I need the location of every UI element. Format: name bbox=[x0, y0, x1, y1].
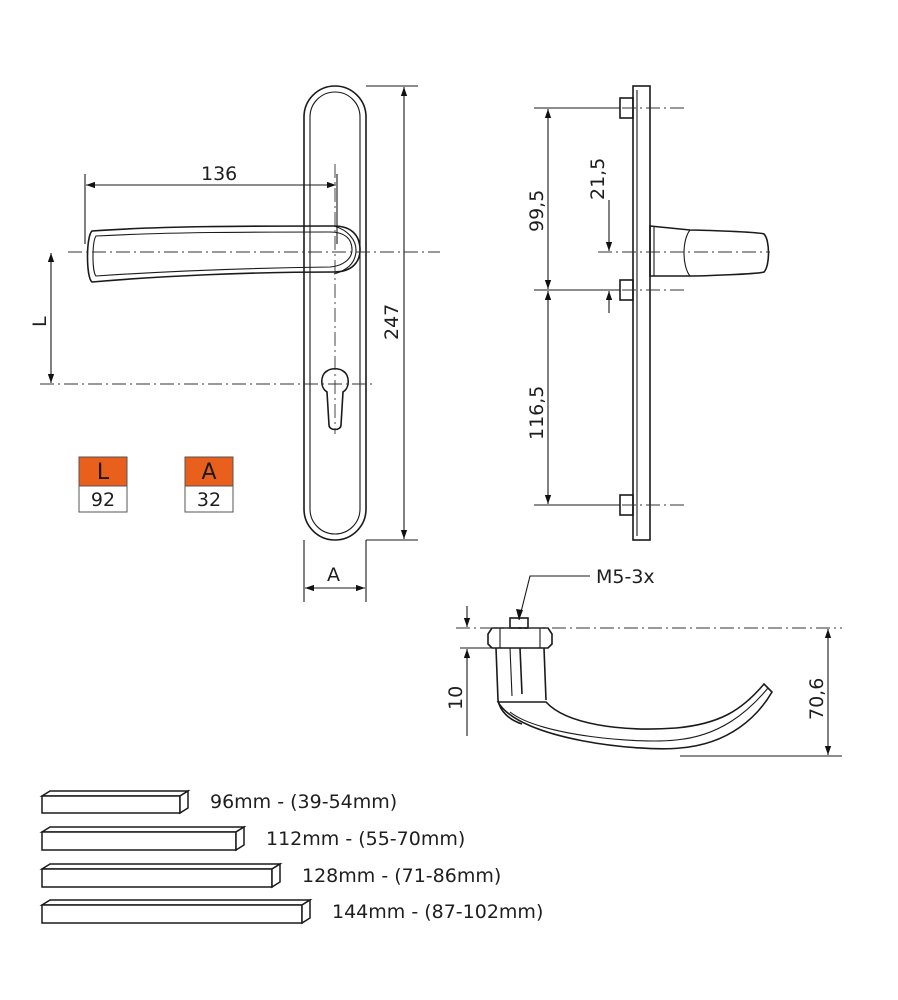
spindle-label-128: 128mm - (71-86mm) bbox=[302, 865, 501, 887]
spindle-option-96: 96mm - (39-54mm) bbox=[39, 789, 397, 815]
spec-tag-a-letter: A bbox=[201, 460, 216, 485]
spindle-label-112: 112mm - (55-70mm) bbox=[266, 828, 465, 850]
dim-handle-projection: 70,6 bbox=[806, 678, 828, 720]
dim-backset: L bbox=[29, 316, 51, 327]
front-view: 136 247 L A bbox=[29, 85, 440, 602]
handle-rose bbox=[333, 225, 357, 275]
top-view: M5-3x 10 70,6 bbox=[445, 566, 842, 757]
spec-tag-l: L 92 bbox=[78, 456, 128, 513]
dim-plate-width: A bbox=[327, 564, 340, 586]
dim-handle-length: 136 bbox=[201, 163, 237, 185]
dim-rose-height: 10 bbox=[445, 686, 467, 710]
spec-tag-l-letter: L bbox=[97, 460, 110, 485]
spindle-label-144: 144mm - (87-102mm) bbox=[332, 901, 543, 923]
spec-tag-a-value: 32 bbox=[197, 489, 221, 511]
lever-top-curve bbox=[496, 682, 774, 750]
backplate-outline bbox=[303, 85, 367, 541]
keyhole bbox=[320, 367, 350, 431]
spindle-option-128: 128mm - (71-86mm) bbox=[39, 862, 501, 889]
dim-top-to-spindle: 99,5 bbox=[526, 190, 548, 232]
dim-spindle-to-bottom: 116,5 bbox=[526, 386, 548, 440]
dim-plate-height: 247 bbox=[381, 304, 403, 340]
spec-tag-a: A 32 bbox=[184, 456, 234, 513]
spindle-label-96: 96mm - (39-54mm) bbox=[210, 791, 397, 813]
rose-top bbox=[487, 627, 553, 649]
screw-leader bbox=[518, 575, 590, 621]
side-view: 99,5 21,5 116,5 bbox=[526, 85, 770, 541]
spec-tag-l-value: 92 bbox=[91, 489, 115, 511]
spindle-option-112: 112mm - (55-70mm) bbox=[39, 825, 465, 852]
lever-handle-inner bbox=[92, 231, 353, 277]
dim-spindle-offset: 21,5 bbox=[587, 158, 609, 200]
handle-side-profile bbox=[649, 225, 770, 277]
lever-handle bbox=[86, 225, 361, 283]
backplate-side bbox=[632, 85, 651, 541]
dim-screw-spec: M5-3x bbox=[596, 566, 655, 588]
spindle-option-144: 144mm - (87-102mm) bbox=[39, 898, 543, 925]
backplate-inner bbox=[309, 91, 361, 535]
